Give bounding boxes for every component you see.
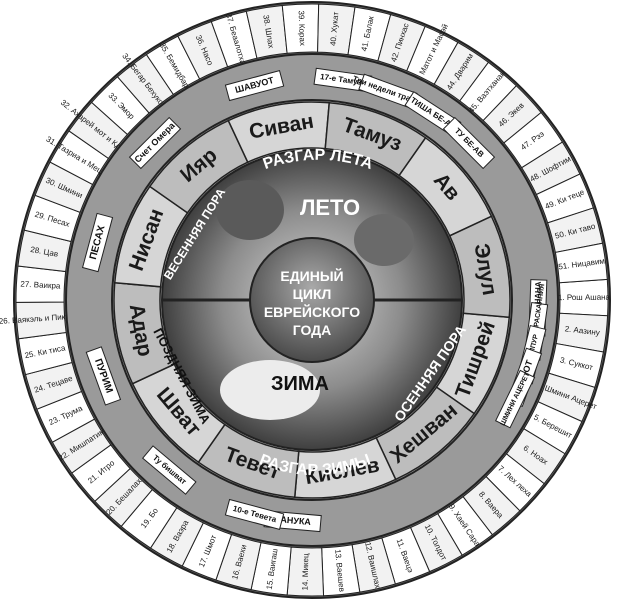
center-title-line-2: ЦИКЛ	[293, 286, 332, 302]
center-title-line-3: ЕВРЕЙСКОГО	[264, 303, 360, 320]
sunflower-decoration-left	[216, 180, 284, 240]
parsha-label: 1. Рош Ашана	[558, 293, 611, 302]
center-title-line-4: ГОДА	[293, 322, 332, 338]
parsha-label: 39. Корах	[297, 10, 307, 46]
parsha-label: 14. Микец	[301, 553, 311, 591]
center-title-line-1: ЕДИНЫЙ	[280, 267, 343, 284]
season-winter-label: ЗИМА	[271, 373, 329, 395]
sunflower-decoration-right	[354, 214, 414, 266]
season-summer-label: ЛЕТО	[300, 195, 360, 220]
